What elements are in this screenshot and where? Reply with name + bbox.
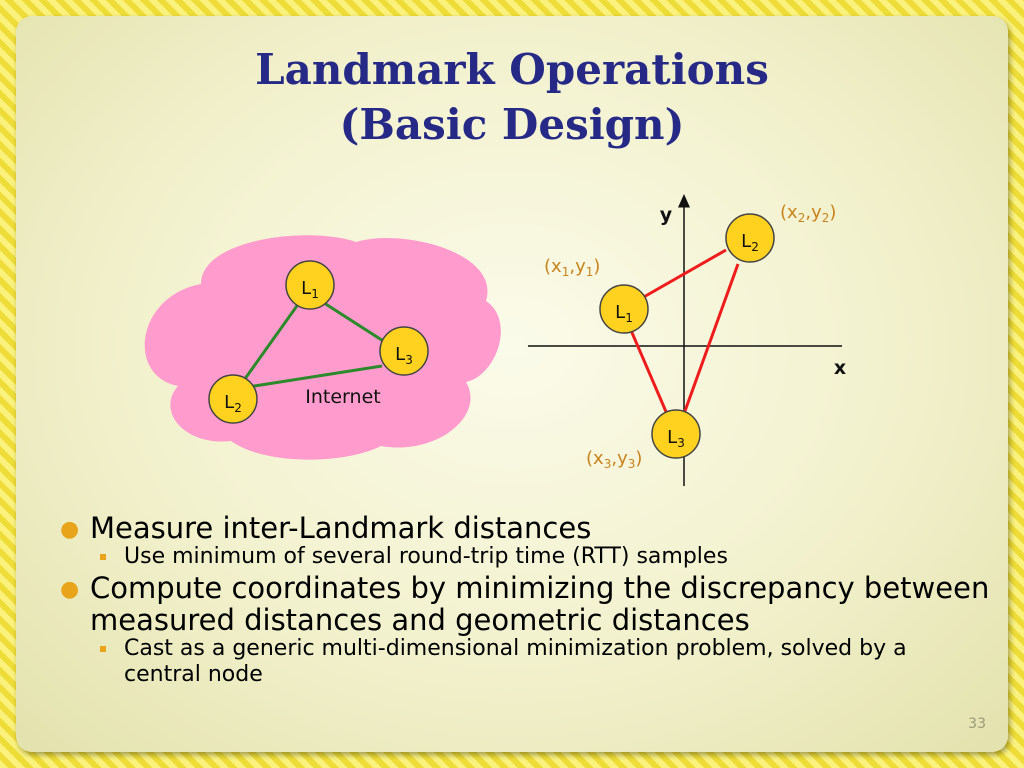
coord-edge-l1-l2 [641,248,727,300]
bullet-item: ● Measure inter-Landmark distances [60,512,990,544]
coord-node-l3-label: L [667,427,677,448]
coord-label-l2: (x2,y2) [780,202,836,225]
coord-label-l3: (x3,y3) [586,448,642,471]
svg-text:L3: L3 [395,344,413,367]
coord-node-l1: L1 [599,284,649,334]
slide-number: 33 [968,716,986,732]
coordinate-edges [628,248,740,415]
internet-edge-l1-l3 [320,299,392,348]
svg-text:L3: L3 [667,427,685,450]
sub-bullet-text: Cast as a generic multi-dimensional mini… [124,636,907,687]
bullet-list: ● Measure inter-Landmark distances Use m… [60,512,990,690]
coord-edge-l2-l3 [683,263,740,412]
coord-node-l1-sub: 1 [625,311,633,325]
svg-text:L2: L2 [224,392,242,415]
bullet-marker: ● [60,577,80,602]
coord-node-l2-sub: 2 [751,240,759,254]
coord-node-l2-label: L [741,231,751,252]
coord-node-l1-label: L [615,302,625,323]
svg-text:L2: L2 [741,231,759,254]
sub-bullet-text: Use minimum of several round-trip time (… [124,544,728,569]
coord-node-l2: L2 [725,213,775,263]
internet-node-l1-label: L [301,278,311,299]
sub-bullet-item: Cast as a generic multi-dimensional mini… [60,636,990,688]
coord-label-l1: (x1,y1) [544,256,600,279]
y-axis-label: y [660,204,673,226]
internet-node-l3: L3 [379,326,429,376]
x-axis-label: x [834,357,846,379]
cloud-label: Internet [305,386,380,408]
sub-bullet-item: Use minimum of several round-trip time (… [60,544,990,570]
bullet-item: ● Compute coordinates by minimizing the … [60,572,990,636]
sub-bullet-marker [100,554,106,560]
internet-node-l2-sub: 2 [234,401,242,415]
slide-title: Landmark Operations (Basic Design) [16,42,1008,152]
coord-node-l3-sub: 3 [677,436,685,450]
coord-node-l3: L3 [651,409,701,459]
internet-node-l1: L1 [285,260,335,310]
svg-text:L1: L1 [615,302,633,325]
landmark-diagram: Internet L1 L2 L3 y x [144,194,846,486]
internet-node-l3-sub: 3 [405,353,413,367]
internet-node-l2: L2 [208,374,258,424]
sub-bullet-marker [100,646,106,652]
coord-edge-l1-l3 [628,327,669,415]
title-line-2: (Basic Design) [339,100,685,149]
bullet-marker: ● [60,517,80,542]
bullet-text: Compute coordinates by minimizing the di… [90,571,990,637]
title-line-1: Landmark Operations [255,45,769,94]
internet-node-l1-sub: 1 [311,287,319,301]
svg-text:L1: L1 [301,278,319,301]
internet-node-l3-label: L [395,344,405,365]
bullet-text: Measure inter-Landmark distances [90,511,592,545]
slide: Landmark Operations (Basic Design) Inter… [16,16,1008,752]
internet-node-l2-label: L [224,392,234,413]
internet-edge-l2-l3 [247,364,383,389]
